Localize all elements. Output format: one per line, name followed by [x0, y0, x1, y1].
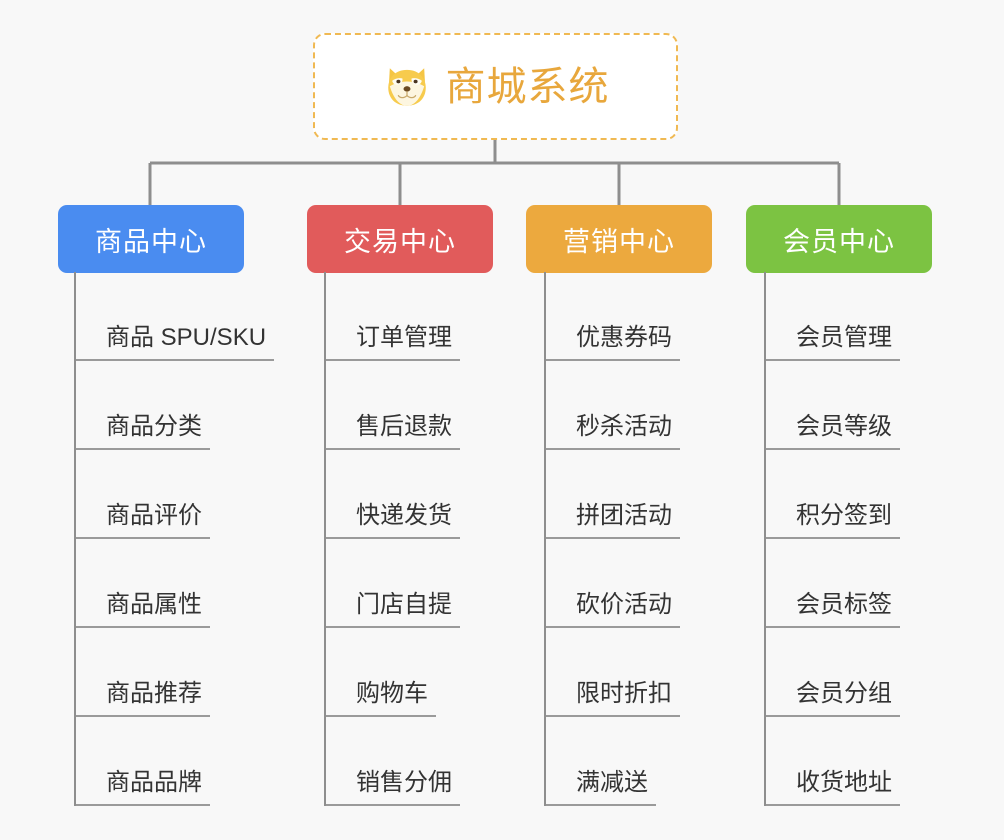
leaf-spine-line [74, 272, 76, 361]
leaf-item[interactable]: 购物车 [324, 628, 460, 717]
leaf-spine-line [324, 361, 326, 450]
leaf-label: 秒杀活动 [546, 413, 680, 450]
leaf-spine-line [544, 361, 546, 450]
leaf-item[interactable]: 订单管理 [324, 272, 460, 361]
leaf-item[interactable]: 优惠券码 [544, 272, 680, 361]
leaf-label: 会员管理 [766, 324, 900, 361]
leaf-spine-line [74, 717, 76, 806]
leaf-label: 商品属性 [76, 591, 210, 628]
leaf-spine-line [544, 717, 546, 806]
branch-label: 会员中心 [783, 226, 895, 257]
branch-label: 交易中心 [344, 226, 456, 257]
leaf-item[interactable]: 商品评价 [74, 450, 274, 539]
leaf-spine-line [544, 272, 546, 361]
leaf-label: 商品评价 [76, 502, 210, 539]
leaf-item[interactable]: 收货地址 [764, 717, 900, 806]
branch-box-1[interactable]: 交易中心 [307, 205, 493, 273]
branch-box-3[interactable]: 会员中心 [746, 205, 932, 273]
leaf-label: 收货地址 [766, 769, 900, 806]
leaf-label: 优惠券码 [546, 324, 680, 361]
leaf-spine-line [764, 628, 766, 717]
leaf-spine-line [764, 272, 766, 361]
leaf-label: 商品 SPU/SKU [76, 324, 275, 361]
leaf-label: 购物车 [326, 680, 436, 717]
leaf-spine-line [324, 628, 326, 717]
leaf-spine-line [544, 628, 546, 717]
leaf-label: 积分签到 [766, 502, 900, 539]
leaf-label: 订单管理 [326, 324, 460, 361]
leaf-item[interactable]: 商品分类 [74, 361, 274, 450]
leaf-label: 商品品牌 [76, 769, 210, 806]
leaf-label: 会员标签 [766, 591, 900, 628]
leaf-column-3: 会员管理会员等级积分签到会员标签会员分组收货地址 [764, 272, 900, 806]
leaf-label: 会员分组 [766, 680, 900, 717]
leaf-spine-line [764, 539, 766, 628]
branch-label: 营销中心 [563, 226, 675, 257]
leaf-item[interactable]: 满减送 [544, 717, 680, 806]
leaf-label: 商品推荐 [76, 680, 210, 717]
leaf-item[interactable]: 快递发货 [324, 450, 460, 539]
leaf-item[interactable]: 拼团活动 [544, 450, 680, 539]
leaf-label: 门店自提 [326, 591, 460, 628]
leaf-item[interactable]: 会员标签 [764, 539, 900, 628]
leaf-item[interactable]: 销售分佣 [324, 717, 460, 806]
leaf-item[interactable]: 秒杀活动 [544, 361, 680, 450]
leaf-spine-line [324, 539, 326, 628]
leaf-item[interactable]: 砍价活动 [544, 539, 680, 628]
branch-box-2[interactable]: 营销中心 [526, 205, 712, 273]
leaf-item[interactable]: 商品推荐 [74, 628, 274, 717]
leaf-item[interactable]: 门店自提 [324, 539, 460, 628]
leaf-item[interactable]: 限时折扣 [544, 628, 680, 717]
leaf-spine-line [74, 628, 76, 717]
leaf-label: 会员等级 [766, 413, 900, 450]
leaf-spine-line [74, 539, 76, 628]
leaf-spine-line [74, 361, 76, 450]
leaf-item[interactable]: 会员分组 [764, 628, 900, 717]
leaf-label: 快递发货 [326, 502, 460, 539]
leaf-spine-line [544, 450, 546, 539]
leaf-label: 砍价活动 [546, 591, 680, 628]
leaf-label: 满减送 [546, 769, 656, 806]
leaf-item[interactable]: 商品属性 [74, 539, 274, 628]
leaf-item[interactable]: 会员等级 [764, 361, 900, 450]
leaf-column-0: 商品 SPU/SKU 商品分类商品评价商品属性商品推荐商品品牌 [74, 272, 275, 806]
leaf-spine-line [74, 450, 76, 539]
root-node[interactable]: 商城系统 [313, 33, 678, 140]
leaf-column-1: 订单管理售后退款快递发货门店自提购物车销售分佣 [324, 272, 460, 806]
leaf-column-2: 优惠券码秒杀活动拼团活动砍价活动限时折扣满减送 [544, 272, 680, 806]
leaf-item[interactable]: 商品 SPU/SKU [74, 272, 275, 361]
leaf-item[interactable]: 商品品牌 [74, 717, 274, 806]
leaf-label: 限时折扣 [546, 680, 680, 717]
leaf-label: 销售分佣 [326, 769, 460, 806]
leaf-label: 售后退款 [326, 413, 460, 450]
leaf-spine-line [764, 450, 766, 539]
shiba-dog-face-icon [387, 67, 426, 106]
leaf-spine-line [544, 539, 546, 628]
branch-box-0[interactable]: 商品中心 [58, 205, 244, 273]
leaf-label: 拼团活动 [546, 502, 680, 539]
leaf-item[interactable]: 会员管理 [764, 272, 900, 361]
leaf-spine-line [324, 717, 326, 806]
leaf-label: 商品分类 [76, 413, 210, 450]
leaf-spine-line [764, 361, 766, 450]
leaf-item[interactable]: 积分签到 [764, 450, 900, 539]
root-title: 商城系统 [445, 64, 610, 109]
leaf-item[interactable]: 售后退款 [324, 361, 460, 450]
leaf-spine-line [324, 450, 326, 539]
branch-label: 商品中心 [95, 226, 207, 257]
leaf-spine-line [764, 717, 766, 806]
leaf-spine-line [324, 272, 326, 361]
